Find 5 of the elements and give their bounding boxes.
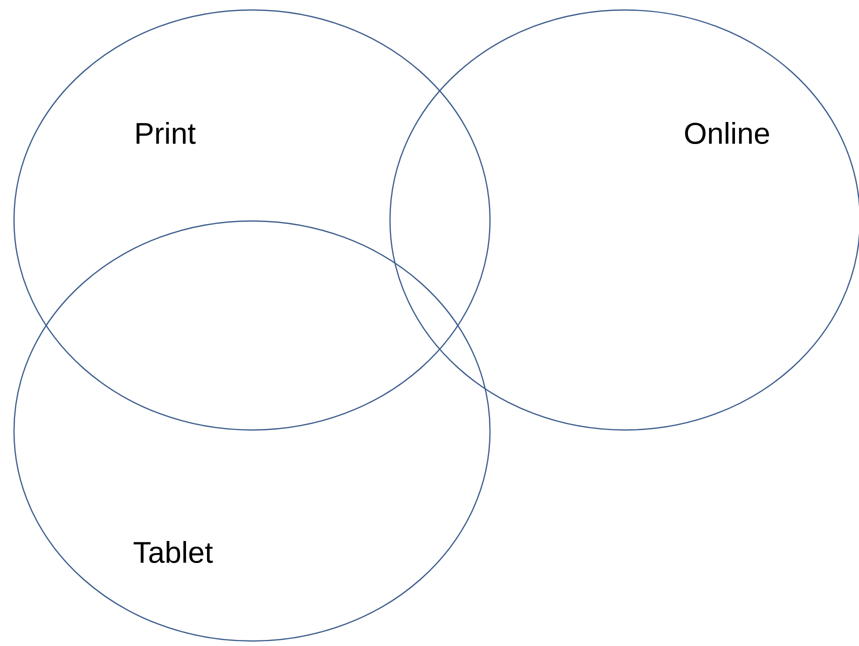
set-label: Online	[685, 122, 770, 144]
venn-circle	[13, 220, 491, 642]
set-label: Print	[136, 122, 196, 144]
set-label: Tablet	[134, 540, 213, 564]
venn-circle	[13, 9, 491, 431]
